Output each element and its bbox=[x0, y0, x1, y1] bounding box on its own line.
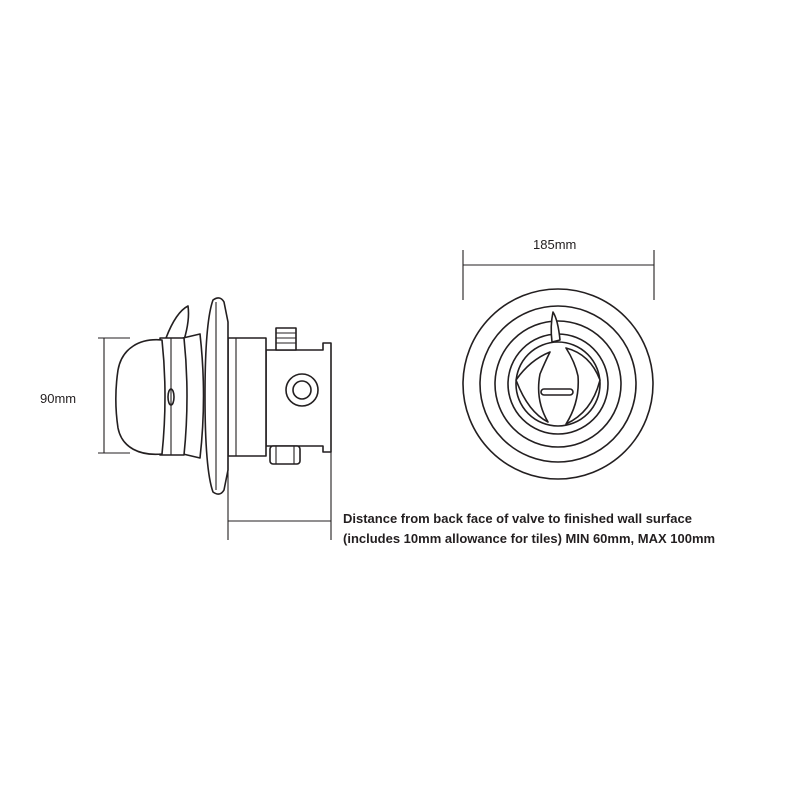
side-view: 90mm bbox=[40, 297, 332, 540]
height-dimension: 90mm bbox=[40, 337, 130, 454]
valve-body bbox=[265, 327, 332, 465]
knob-face bbox=[515, 311, 601, 427]
knob-spoke bbox=[165, 305, 190, 341]
control-knob bbox=[114, 338, 175, 456]
installation-note: Distance from back face of valve to fini… bbox=[343, 511, 715, 546]
trim-rings bbox=[462, 288, 654, 480]
wall-plate bbox=[204, 297, 229, 495]
height-label: 90mm bbox=[40, 391, 76, 406]
note-line-1: Distance from back face of valve to fini… bbox=[343, 511, 692, 526]
width-dimension: 185mm bbox=[462, 237, 655, 300]
collar bbox=[159, 333, 205, 459]
front-view: 185mm bbox=[462, 237, 655, 480]
depth-dimension bbox=[227, 452, 332, 540]
note-line-2: (includes 10mm allowance for tiles) MIN … bbox=[343, 531, 715, 546]
spindle-housing bbox=[227, 337, 267, 457]
width-label: 185mm bbox=[533, 237, 576, 252]
